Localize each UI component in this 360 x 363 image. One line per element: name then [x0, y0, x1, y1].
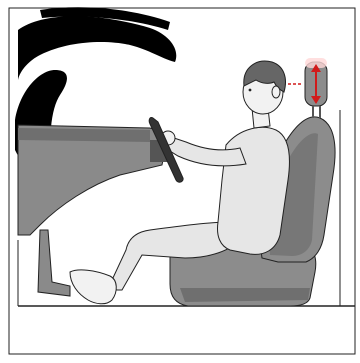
driver-eye [249, 89, 252, 92]
dash-curve-shape [18, 16, 176, 80]
dashboard-top-strip [18, 128, 150, 142]
driver-torso [218, 127, 290, 254]
pedal-stand [38, 230, 70, 296]
seat-cushion-shadow [180, 288, 310, 302]
driver-ear [272, 86, 280, 98]
driver-shoe [70, 270, 116, 304]
